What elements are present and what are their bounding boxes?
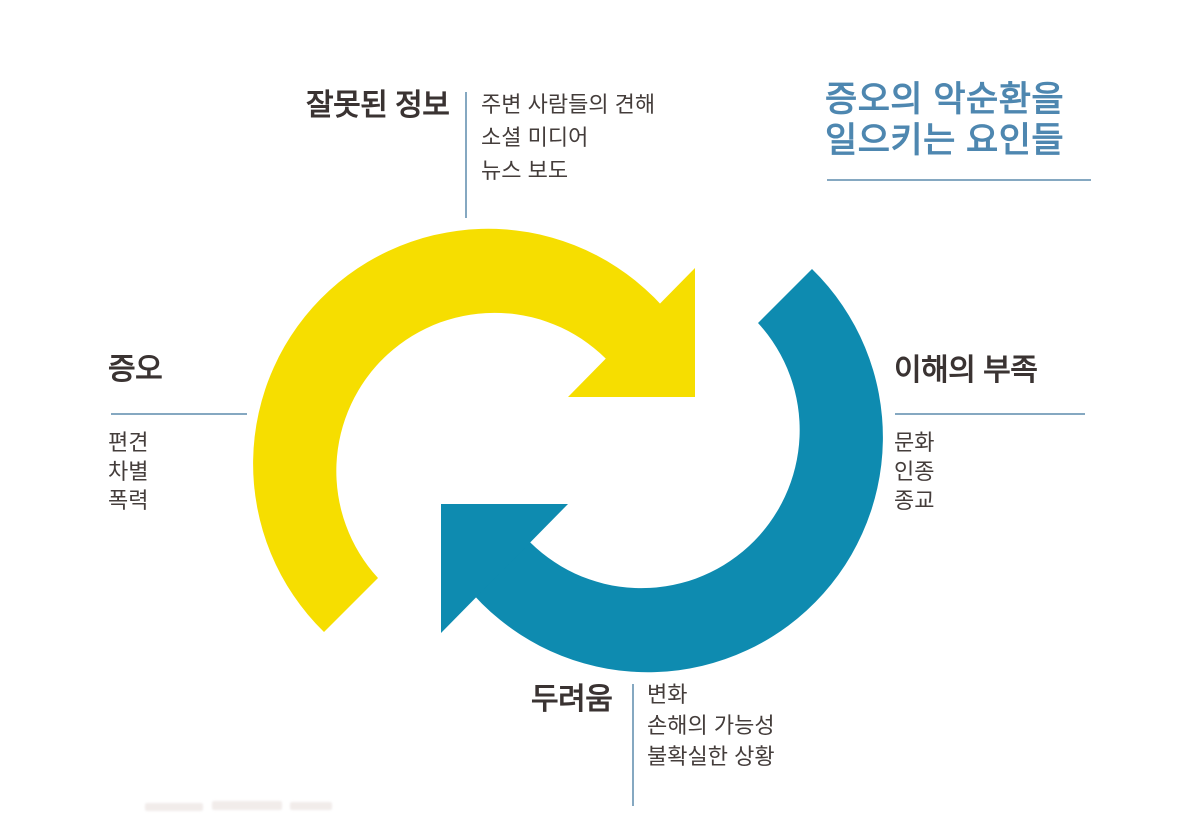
divider-fear [632, 684, 634, 806]
divider-understanding [895, 413, 1085, 415]
list-item: 차별 [108, 459, 149, 484]
section-items-understanding: 문화 인종 종교 [894, 428, 934, 515]
section-items-misinformation: 주변 사람들의 견해 소셜 미디어 뉴스 보도 [481, 88, 655, 187]
title-underline [827, 179, 1091, 181]
list-item: 손해의 가능성 [647, 713, 775, 738]
list-item: 주변 사람들의 견해 [481, 92, 656, 117]
list-item: 불확실한 상황 [647, 744, 775, 769]
list-item: 소셜 미디어 [481, 125, 589, 150]
section-heading-fear: 두려움 [531, 683, 613, 716]
blue-arc-band [466, 269, 883, 673]
title-line-1: 증오의 악순환을 [825, 80, 1065, 119]
cycle-arrow-yellow [253, 228, 695, 632]
list-item: 변화 [647, 682, 688, 707]
divider-hate [111, 413, 247, 415]
faint-cropped-text [140, 799, 335, 815]
section-heading-misinformation: 잘못된 정보 [306, 89, 450, 122]
yellow-arrowhead [568, 268, 695, 397]
cycle-arrow-blue [441, 269, 883, 673]
list-item: 종교 [894, 488, 935, 513]
blue-arrowhead [441, 504, 568, 633]
section-items-fear: 변화 손해의 가능성 불확실한 상황 [647, 679, 775, 772]
list-item: 편견 [108, 430, 149, 455]
section-heading-understanding: 이해의 부족 [894, 354, 1038, 387]
title-line-2: 일으키는 요인들 [825, 121, 1065, 160]
list-item: 인종 [894, 459, 935, 484]
section-items-hate: 편견 차별 폭력 [108, 428, 148, 515]
list-item: 문화 [894, 430, 935, 455]
divider-misinformation [465, 92, 467, 218]
list-item: 뉴스 보도 [481, 158, 569, 183]
list-item: 폭력 [108, 488, 149, 513]
diagram-title: 증오의 악순환을 일으키는 요인들 [825, 79, 1064, 161]
yellow-arc-band [253, 228, 670, 632]
section-heading-hate: 증오 [108, 353, 163, 386]
